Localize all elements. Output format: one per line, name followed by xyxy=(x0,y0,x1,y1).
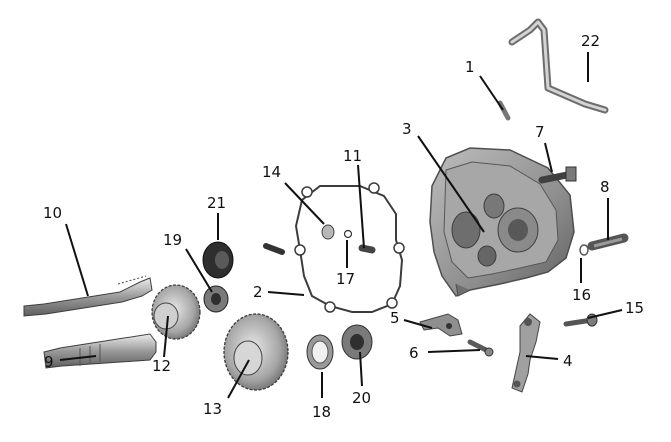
callout-13: 13 xyxy=(203,400,222,418)
leader-lines xyxy=(59,52,623,399)
callout-21: 21 xyxy=(207,194,226,212)
leader-10 xyxy=(65,223,89,297)
leader-15 xyxy=(587,309,623,319)
leader-4 xyxy=(525,355,559,360)
part-2-gasket xyxy=(294,182,405,313)
leader-7 xyxy=(544,142,553,173)
callout-1: 1 xyxy=(465,58,475,76)
callout-20: 20 xyxy=(352,389,371,407)
leader-2 xyxy=(267,291,305,296)
callout-7: 7 xyxy=(535,123,545,141)
callout-8: 8 xyxy=(600,178,610,196)
callout-10: 10 xyxy=(43,204,62,222)
part-12-gear xyxy=(151,284,201,340)
leader-9 xyxy=(59,355,97,361)
part-21-gear xyxy=(202,241,234,279)
leader-3 xyxy=(417,135,485,233)
part-4-lever-arm xyxy=(511,313,541,393)
callout-11: 11 xyxy=(343,147,362,165)
part-10-shaft xyxy=(23,275,153,317)
part-17-oring xyxy=(343,229,353,239)
leader-12 xyxy=(163,315,169,358)
part-3-case-cover xyxy=(429,147,575,297)
leader-19 xyxy=(185,248,213,293)
callout-16: 16 xyxy=(572,286,591,304)
callout-15: 15 xyxy=(625,299,644,317)
part-20-bearing xyxy=(341,324,373,360)
part-7-bolt xyxy=(538,166,577,184)
callout-6: 6 xyxy=(409,344,419,362)
callout-5: 5 xyxy=(390,309,400,327)
leader-6 xyxy=(427,349,481,353)
part-22-rod xyxy=(508,18,609,114)
part-5-lever-plate xyxy=(419,313,463,337)
callout-9: 9 xyxy=(44,353,54,371)
callout-2: 2 xyxy=(253,283,263,301)
part-8-stud xyxy=(587,233,629,251)
part-19-bushing xyxy=(203,285,229,313)
part-16-washer xyxy=(579,244,589,256)
part-6-screw xyxy=(467,339,494,357)
callout-12: 12 xyxy=(152,357,171,375)
leader-5 xyxy=(403,319,433,329)
callout-labels: 1 2 3 4 5 6 7 8 9 10 11 12 13 14 15 16 1… xyxy=(43,32,644,421)
callout-22: 22 xyxy=(581,32,600,50)
callout-18: 18 xyxy=(312,403,331,421)
part-9-shaft xyxy=(43,333,157,369)
callout-14: 14 xyxy=(262,163,281,181)
part-15-bolt xyxy=(563,313,598,327)
callout-17: 17 xyxy=(336,270,355,288)
part-18-bearing xyxy=(306,334,334,370)
callout-3: 3 xyxy=(402,120,412,138)
leader-13 xyxy=(227,359,250,399)
part-1-pin xyxy=(497,100,511,121)
part-14-dowel xyxy=(263,224,335,255)
callout-4: 4 xyxy=(563,352,573,370)
leader-14 xyxy=(284,182,325,225)
part-13-gear xyxy=(223,313,289,391)
part-11-bolt xyxy=(358,244,376,254)
callout-19: 19 xyxy=(163,231,182,249)
leader-20 xyxy=(359,351,363,387)
leader-11 xyxy=(357,164,365,249)
leader-1 xyxy=(479,75,504,111)
